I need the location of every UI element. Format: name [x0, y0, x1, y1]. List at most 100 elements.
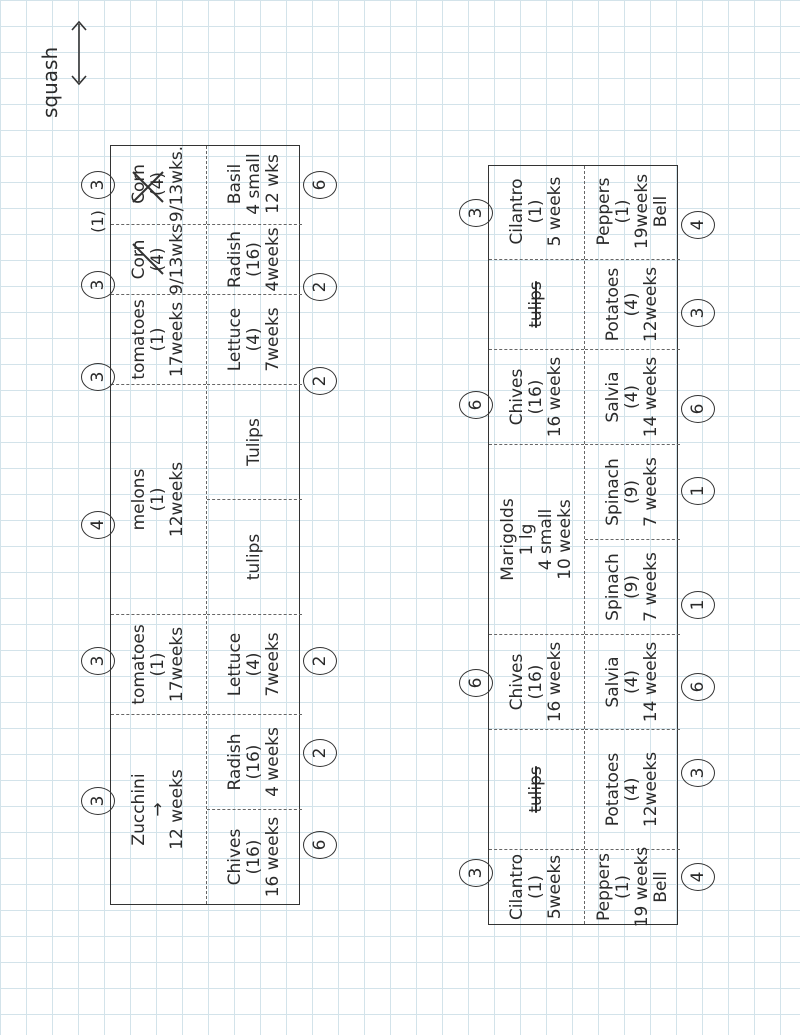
plan-a-cell-zucchini: Zucchini → 12 weeks — [111, 714, 206, 904]
cell-text: 4weeks — [263, 227, 283, 292]
cell-text: Lettuce — [225, 307, 245, 372]
plan-a-cell-corn-2: Corn (4) 9/13wks. — [111, 144, 206, 224]
spacing-marker: 2 — [303, 647, 337, 675]
cell-text: Potatoes — [603, 267, 623, 342]
cell-text: 10 weeks — [554, 499, 575, 580]
cell-text: Spinach — [603, 553, 623, 621]
spacing-marker: 3 — [681, 759, 715, 787]
plan-a-cell-melons: melons (1) 12weeks — [111, 384, 206, 614]
plan-b-cell-tulips-1: tulips — [489, 729, 584, 849]
spacing-marker: 2 — [303, 273, 337, 301]
cell-text: tulips — [244, 533, 264, 581]
cell-text: 14 weeks — [641, 641, 661, 723]
plan-b-cell-potatoes-1: Potatoes (4) 12weeks — [585, 729, 680, 849]
cell-text: tomatoes — [129, 299, 149, 380]
spacing-marker: 1 — [681, 477, 715, 505]
cell-text: Cilantro — [507, 853, 527, 921]
squash-note: squash — [38, 8, 94, 118]
cell-text: tomatoes — [129, 624, 149, 705]
squash-count: (1) — [87, 210, 107, 233]
cell-text: (4) — [622, 384, 642, 410]
spacing-marker: 4 — [681, 211, 715, 239]
spacing-marker: 6 — [303, 831, 337, 859]
plan-b-cell-tulips-2: tulips — [489, 259, 584, 349]
spacing-marker: 3 — [459, 199, 493, 227]
cell-text: 12 wks — [263, 154, 283, 214]
cell-text: 19 weeks — [631, 846, 652, 928]
spacing-marker: 3 — [459, 859, 493, 887]
cell-text: 16 weeks — [545, 641, 565, 723]
cell-text: Chives — [507, 368, 527, 426]
cell-text: 5weeks — [545, 854, 565, 920]
cell-text: 5 weeks — [545, 176, 565, 247]
spacing-marker: 3 — [81, 647, 115, 675]
plan-a-top-row: Zucchini → 12 weeks tomatoes (1) 17weeks… — [111, 146, 206, 904]
cell-text: Salvia — [603, 371, 623, 423]
cell-text: 7weeks — [263, 632, 283, 697]
cell-text: (1) — [612, 874, 633, 900]
cell-text: 12 weeks — [167, 769, 187, 850]
cell-text: 4 small — [244, 153, 264, 215]
plan-a-cell-basil: Basil 4 small 12 wks — [207, 144, 302, 224]
cell-text: (4) — [148, 247, 168, 272]
plan-b-cell-salvia-1: Salvia (4) 14 weeks — [585, 634, 680, 729]
cell-text: 9/13wks — [167, 224, 187, 295]
cell-text: Corn — [129, 239, 149, 280]
spacing-marker: 3 — [81, 271, 115, 299]
plan-a-box: Zucchini → 12 weeks tomatoes (1) 17weeks… — [110, 145, 302, 905]
cell-text: (4) — [244, 652, 264, 677]
cell-text: Chives — [507, 653, 527, 711]
spacing-marker: 3 — [81, 363, 115, 391]
spacing-marker: 3 — [81, 787, 115, 815]
cell-text: Cilantro — [507, 178, 527, 245]
double-arrow-icon — [71, 20, 87, 86]
cell-text: Chives — [225, 828, 245, 886]
spacing-marker: 6 — [459, 669, 493, 697]
plan-a-cell-lettuce-2: Lettuce (4) 7weeks — [207, 294, 302, 384]
plan-a-cell-tulips-1: tulips — [207, 499, 302, 614]
spacing-marker: 4 — [681, 863, 715, 891]
cell-text: Tulips — [244, 418, 264, 466]
plan-a-cell-lettuce-1: Lettuce (4) 7weeks — [207, 614, 302, 714]
squash-label: squash — [38, 46, 62, 118]
cell-text: 1 lg — [516, 523, 537, 556]
spacing-marker: 6 — [303, 171, 337, 199]
plan-a-cell-chives: Chives (16) 16 weeks — [207, 809, 302, 904]
cell-text: 16 weeks — [545, 356, 565, 438]
cell-text: Peppers — [593, 853, 614, 921]
cell-text: (1) — [612, 199, 633, 224]
cell-text: 17weeks — [167, 301, 187, 378]
cell-text: Lettuce — [225, 632, 245, 697]
cell-text: 12weeks — [167, 461, 187, 538]
plan-a-bottom-row: Chives (16) 16 weeks Radish (16) 4 weeks… — [206, 146, 302, 904]
plan-b-cell-potatoes-2: Potatoes (4) 12weeks — [585, 259, 680, 349]
plan-a-cell-tulips-2: Tulips — [207, 384, 302, 499]
cell-text: (4) — [148, 171, 168, 197]
cell-text: 9/13wks. — [167, 145, 187, 223]
cell-text: (4) — [244, 327, 264, 352]
spacing-marker: 2 — [303, 367, 337, 395]
garden-plan-b: Cilantro (1) 5weeks tulips Chives (16) 1… — [488, 165, 680, 927]
cell-text: 7 weeks — [641, 552, 661, 622]
cell-text: 7weeks — [263, 307, 283, 372]
cell-text: 14 weeks — [641, 356, 661, 438]
plan-b-cell-marigolds: Marigolds 1 lg 4 small 10 weeks — [489, 444, 584, 634]
cell-text: (9) — [622, 479, 642, 505]
plan-b-cell-spinach-2: Spinach (9) 7 weeks — [585, 444, 680, 539]
cell-text: Corn — [129, 164, 149, 204]
spacing-marker: 6 — [681, 395, 715, 423]
cell-text: (16) — [244, 839, 264, 875]
cell-text: Zucchini — [129, 773, 149, 846]
cell-text: Bell — [650, 871, 671, 903]
plan-b-cell-spinach-1: Spinach (9) 7 weeks — [585, 539, 680, 634]
cell-text: (16) — [244, 744, 264, 780]
spacing-marker: 2 — [303, 739, 337, 767]
cell-text: 12weeks — [641, 751, 661, 828]
plan-b-bottom-row: Peppers (1) 19 weeks Bell Potatoes (4) 1… — [584, 166, 680, 927]
plan-a-cell-radish-2: Radish (16) 4weeks — [207, 224, 302, 294]
cell-text: Radish — [225, 733, 245, 791]
cell-text: melons — [129, 468, 149, 531]
spacing-marker: 6 — [459, 391, 493, 419]
cell-text: (16) — [526, 664, 546, 700]
